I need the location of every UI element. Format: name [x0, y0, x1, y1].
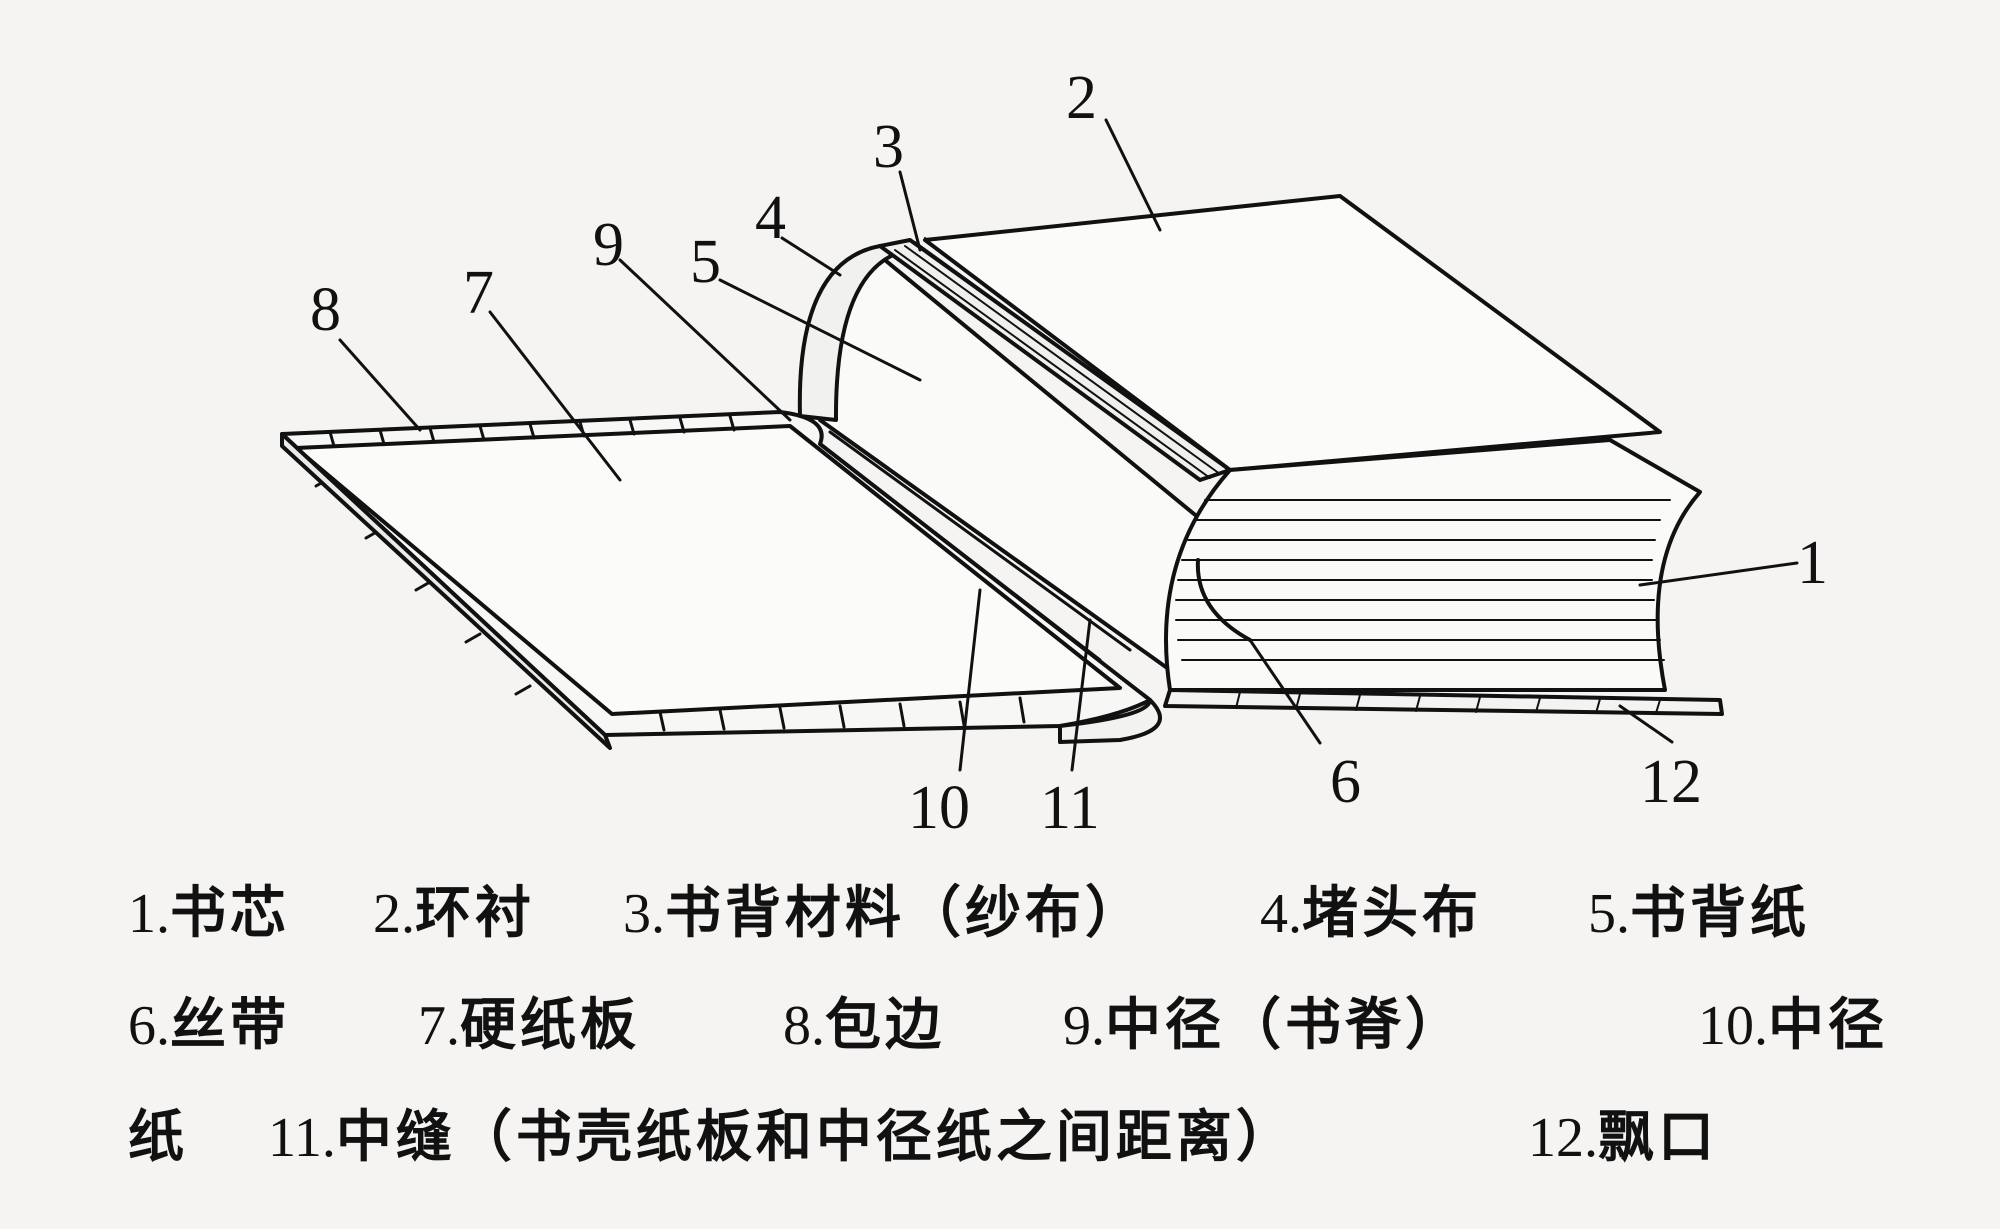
- legend-item-1: 1.书芯: [128, 868, 290, 949]
- legend-text: 书背材料（纱布）: [665, 881, 1145, 946]
- legend-num: 12.: [1528, 1107, 1598, 1169]
- legend-item-12: 12.飘口: [1528, 1092, 1718, 1173]
- callout-3: 3: [873, 113, 904, 181]
- legend-num: 8.: [783, 995, 825, 1057]
- legend-text: 环衬: [415, 881, 535, 946]
- callout-7: 7: [463, 259, 494, 327]
- legend-num: 3.: [623, 883, 665, 945]
- legend-line-3: 纸 11.中缝（书壳纸板和中径纸之间距离） 12.飘口: [128, 1092, 1958, 1204]
- legend-line-1: 1.书芯 2.环衬 3.书背材料（纱布） 4.堵头布 5.书背纸: [128, 868, 1958, 980]
- legend-num: 4.: [1260, 883, 1302, 945]
- legend-line-2: 6.丝带 7.硬纸板 8.包边 9.中径（书脊） 10.中径: [128, 980, 1958, 1092]
- legend-text: 纸: [128, 1105, 188, 1170]
- legend-num: 1.: [128, 883, 170, 945]
- legend-item-7: 7.硬纸板: [418, 980, 640, 1061]
- legend-item-8: 8.包边: [783, 980, 945, 1061]
- legend-num: 11.: [268, 1107, 336, 1169]
- legend-item-4: 4.堵头布: [1260, 868, 1482, 949]
- legend-text: 书芯: [170, 881, 290, 946]
- right-cover-top: [923, 194, 1662, 472]
- legend-text: 中径: [1768, 993, 1888, 1058]
- left-cover-board: [280, 410, 1152, 750]
- callout-11: 11: [1040, 774, 1100, 842]
- callout-10: 10: [908, 774, 970, 842]
- legend-item-2: 2.环衬: [373, 868, 535, 949]
- legend-item-10-cont: 纸: [128, 1092, 188, 1173]
- legend: 1.书芯 2.环衬 3.书背材料（纱布） 4.堵头布 5.书背纸 6.丝带 7.…: [128, 868, 1958, 1204]
- joint-groove: [818, 430, 1132, 662]
- legend-item-10: 10.中径: [1698, 980, 1888, 1061]
- legend-text: 书背纸: [1630, 881, 1810, 946]
- callout-9: 9: [593, 211, 624, 279]
- legend-text: 飘口: [1598, 1105, 1718, 1170]
- legend-num: 9.: [1063, 995, 1105, 1057]
- legend-item-3: 3.书背材料（纱布）: [623, 868, 1145, 949]
- callout-8: 8: [310, 276, 341, 344]
- callout-12: 12: [1640, 748, 1702, 816]
- legend-num: 7.: [418, 995, 460, 1057]
- legend-item-6: 6.丝带: [128, 980, 290, 1061]
- legend-item-5: 5.书背纸: [1588, 868, 1810, 949]
- callout-2: 2: [1066, 64, 1097, 132]
- legend-text: 堵头布: [1302, 881, 1482, 946]
- legend-num: 6.: [128, 995, 170, 1057]
- callout-4: 4: [755, 184, 786, 252]
- right-cover-bottom: [1058, 688, 1724, 744]
- leader-lines: [338, 118, 1799, 772]
- legend-num: 5.: [1588, 883, 1630, 945]
- legend-text: 丝带: [170, 993, 290, 1058]
- legend-item-9: 9.中径（书脊）: [1063, 980, 1465, 1061]
- legend-num: 2.: [373, 883, 415, 945]
- legend-text: 包边: [825, 993, 945, 1058]
- book-block: [1164, 438, 1702, 692]
- legend-text: 中径（书脊）: [1105, 993, 1465, 1058]
- turn-in-edge: [314, 414, 1026, 732]
- callout-1: 1: [1797, 529, 1828, 597]
- legend-item-11: 11.中缝（书壳纸板和中径纸之间距离）: [268, 1092, 1296, 1173]
- callout-5: 5: [690, 228, 721, 296]
- callout-6: 6: [1330, 748, 1361, 816]
- legend-text: 中缝（书壳纸板和中径纸之间距离）: [335, 1105, 1296, 1170]
- legend-text: 硬纸板: [460, 993, 640, 1058]
- book-diagram: 1 2 3 4 5 6 7 8 9 10 11 12: [280, 64, 1828, 842]
- callouts: 1 2 3 4 5 6 7 8 9 10 11 12: [310, 64, 1828, 842]
- legend-num: 10.: [1698, 995, 1768, 1057]
